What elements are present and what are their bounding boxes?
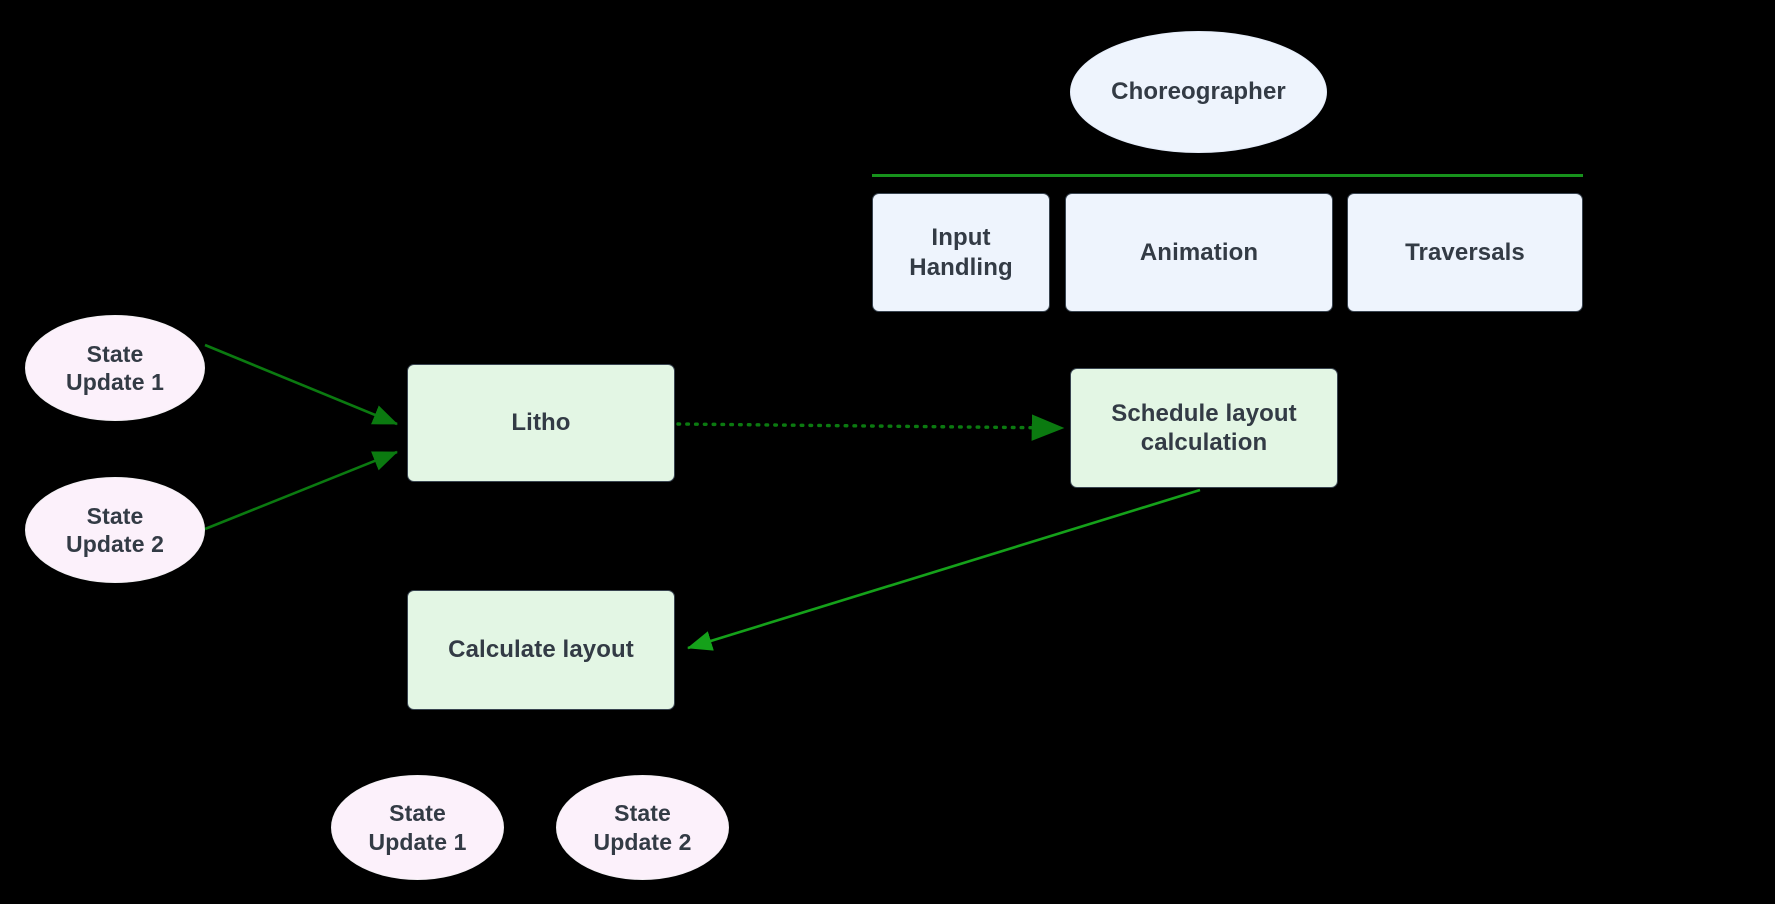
node-state-update-2-top[interactable]: State Update 2 (25, 477, 205, 583)
edge-state-update-2-to-litho (204, 450, 398, 531)
node-choreographer[interactable]: Choreographer (1070, 31, 1327, 153)
node-calculate-layout-label: Calculate layout (448, 636, 634, 664)
node-state-update-1-bottom-label: State Update 1 (368, 800, 467, 855)
node-state-update-1-bottom[interactable]: State Update 1 (331, 775, 504, 880)
node-animation[interactable]: Animation (1065, 193, 1333, 312)
node-traversals-label: Traversals (1405, 238, 1525, 266)
choreographer-frame-rail (872, 174, 1583, 177)
node-litho-label: Litho (511, 409, 571, 437)
node-schedule-layout-calculation-label: Schedule layout calculation (1111, 399, 1297, 456)
node-state-update-1-top[interactable]: State Update 1 (25, 315, 205, 421)
node-input-handling-label: Input Handling (909, 224, 1013, 281)
edge-litho-to-schedule-layout (676, 414, 1065, 441)
edge-state-update-1-to-litho (204, 343, 398, 426)
node-state-update-2-top-label: State Update 2 (66, 502, 164, 557)
edge-schedule-layout-to-calculate-layout (687, 488, 1201, 651)
node-state-update-2-bottom-label: State Update 2 (593, 800, 692, 855)
node-input-handling[interactable]: Input Handling (872, 193, 1050, 312)
node-state-update-2-bottom[interactable]: State Update 2 (556, 775, 729, 880)
node-animation-label: Animation (1139, 238, 1259, 266)
node-choreographer-label: Choreographer (1111, 78, 1286, 106)
node-litho[interactable]: Litho (407, 364, 675, 482)
node-schedule-layout-calculation[interactable]: Schedule layout calculation (1070, 368, 1338, 488)
node-traversals[interactable]: Traversals (1347, 193, 1583, 312)
node-calculate-layout[interactable]: Calculate layout (407, 590, 675, 710)
node-state-update-1-top-label: State Update 1 (66, 340, 164, 395)
